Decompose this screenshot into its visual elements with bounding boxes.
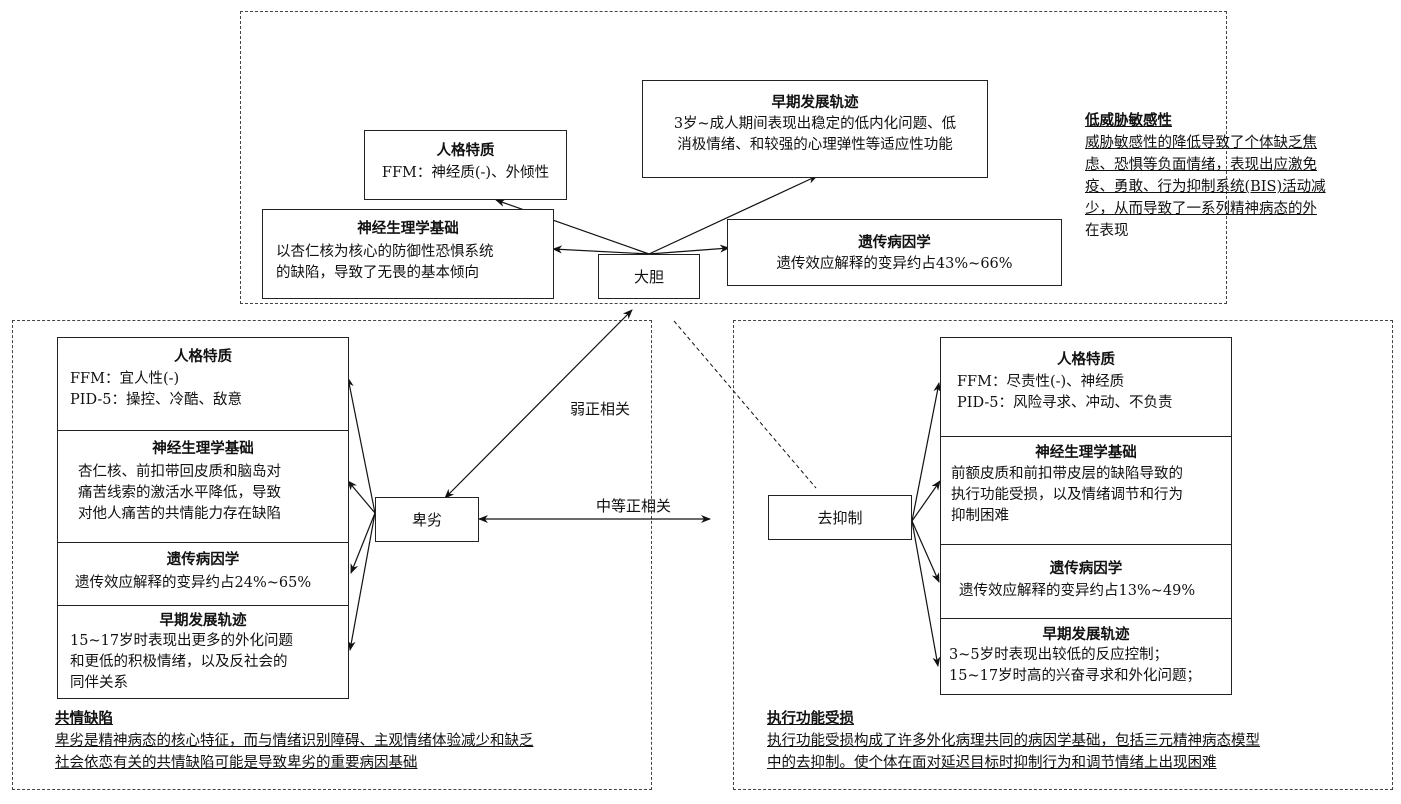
right-note-line: 中的去抑制。使个体在面对延迟目标时抑制行为和调节情绪上出现困难 [767,755,1217,771]
left-note-title: 共情缺陷 [55,711,113,727]
top-genetics-line: 遗传效应解释的变异约占43%~66% [776,256,1013,272]
left-neuro-line: 对他人痛苦的共情能力存在缺陷 [78,506,281,522]
left-neuro-cell: 神经生理学基础 杏仁核、前扣带回皮质和脑岛对 痛苦线索的激活水平降低，导致 对他… [58,430,348,542]
right-neuro-line: 前额皮质和前扣带皮层的缺陷导致的 [951,466,1183,482]
top-neuro-line: 的缺陷，导致了无畏的基本倾向 [276,265,479,281]
top-note-line: 疫、勇敢、行为抑制系统(BIS)活动减 [1085,179,1326,195]
top-note-line: 在表现 [1085,223,1129,239]
top-genetics-box: 遗传病因学 遗传效应解释的变异约占43%~66% [727,219,1062,286]
right-note: 执行功能受损 执行功能受损构成了许多外化病理共同的病因学基础，包括三元精神病态模… [767,708,1260,774]
top-development-box: 早期发展轨迹 3岁~成人期间表现出稳定的低内化问题、低 消极情绪、和较强的心理弹… [642,80,988,178]
left-note-line: 卑劣是精神病态的核心特征，而与情绪识别障碍、主观情绪体验减少和缺乏 [55,733,534,749]
right-personality-line: FFM：尽责性(-)、神经质 [957,374,1125,390]
left-development-cell: 早期发展轨迹 15~17岁时表现出更多的外化问题 和更低的积极情绪，以及反社会的… [58,605,348,700]
left-development-title: 早期发展轨迹 [159,613,247,629]
left-personality-title: 人格特质 [174,349,232,365]
left-development-line: 15~17岁时表现出更多的外化问题 [70,633,294,649]
right-genetics-cell: 遗传病因学 遗传效应解释的变异约占13%~49% [941,544,1231,618]
disinhibition-node: 去抑制 [768,495,912,540]
top-note-line: 少，从而导致了一系列精神病态的外 [1085,201,1317,217]
left-note: 共情缺陷 卑劣是精神病态的核心特征，而与情绪识别障碍、主观情绪体验减少和缺乏 社… [55,708,534,774]
right-neuro-line: 执行功能受损，以及情绪调节和行为 [951,487,1183,503]
left-stack: 人格特质 FFM：宜人性(-) PID-5：操控、冷酷、敌意 神经生理学基础 杏… [57,337,349,699]
top-note: 低威胁敏感性 威胁敏感性的降低导致了个体缺乏焦 虑、恐惧等负面情绪，表现出应激免… [1085,110,1326,242]
meanness-node: 卑劣 [375,497,479,542]
right-neuro-title: 神经生理学基础 [1035,445,1137,461]
right-development-line: 3~5岁时表现出较低的反应控制； [949,647,1169,663]
right-personality-title: 人格特质 [1057,352,1115,368]
right-stack: 人格特质 FFM：尽责性(-)、神经质 PID-5：风险寻求、冲动、不负责 神经… [940,337,1232,695]
left-neuro-line: 杏仁核、前扣带回皮质和脑岛对 [78,464,281,480]
right-development-title: 早期发展轨迹 [1042,627,1130,643]
left-personality-line: FFM：宜人性(-) [70,371,180,387]
right-genetics-line: 遗传效应解释的变异约占13%~49% [959,583,1196,599]
disinhibition-label: 去抑制 [817,509,863,527]
boldness-label: 大胆 [633,268,664,286]
left-genetics-title: 遗传病因学 [166,552,240,568]
top-note-line: 虑、恐惧等负面情绪，表现出应激免 [1085,157,1317,173]
top-personality-title: 人格特质 [436,143,495,159]
top-group-frame [240,11,1227,304]
boldness-node: 大胆 [598,254,700,299]
relation-label-moderate-positive: 中等正相关 [596,497,672,515]
right-personality-cell: 人格特质 FFM：尽责性(-)、神经质 PID-5：风险寻求、冲动、不负责 [941,338,1231,436]
top-neuro-title: 神经生理学基础 [357,221,459,237]
meanness-label: 卑劣 [411,511,442,529]
left-development-line: 同伴关系 [70,675,128,691]
right-personality-line: PID-5：风险寻求、冲动、不负责 [957,395,1173,411]
top-personality-line: FFM：神经质(-)、外倾性 [381,165,550,181]
right-development-cell: 早期发展轨迹 3~5岁时表现出较低的反应控制； 15~17岁时高的兴奋寻求和外化… [941,618,1231,696]
left-personality-line: PID-5：操控、冷酷、敌意 [70,392,243,408]
left-neuro-title: 神经生理学基础 [152,441,254,457]
left-neuro-line: 痛苦线索的激活水平降低，导致 [78,485,281,501]
right-neuro-line: 抑制困难 [951,508,1009,524]
top-genetics-title: 遗传病因学 [858,235,931,251]
left-note-line: 社会依恋有关的共情缺陷可能是导致卑劣的重要病因基础 [55,755,418,771]
left-personality-cell: 人格特质 FFM：宜人性(-) PID-5：操控、冷酷、敌意 [58,338,348,430]
top-neuro-line: 以杏仁核为核心的防御性恐惧系统 [276,244,494,260]
right-neuro-cell: 神经生理学基础 前额皮质和前扣带皮层的缺陷导致的 执行功能受损，以及情绪调节和行… [941,436,1231,544]
right-development-line: 15~17岁时高的兴奋寻求和外化问题； [949,668,1202,684]
top-note-line: 威胁敏感性的降低导致了个体缺乏焦 [1085,135,1317,151]
left-genetics-line: 遗传效应解释的变异约占24%~65% [75,575,312,591]
top-development-title: 早期发展轨迹 [771,95,859,111]
top-development-line: 3岁~成人期间表现出稳定的低内化问题、低 [673,116,957,132]
left-genetics-cell: 遗传病因学 遗传效应解释的变异约占24%~65% [58,542,348,605]
right-genetics-title: 遗传病因学 [1049,561,1123,577]
right-note-title: 执行功能受损 [767,711,854,727]
left-development-line: 和更低的积极情绪，以及反社会的 [70,654,288,670]
top-development-line: 消极情绪、和较强的心理弹性等适应性功能 [677,137,953,153]
left-group-frame [12,320,652,790]
relation-label-weak-positive: 弱正相关 [570,400,631,418]
right-note-line: 执行功能受损构成了许多外化病理共同的病因学基础，包括三元精神病态模型 [767,733,1260,749]
right-group-frame [733,320,1393,790]
top-personality-box: 人格特质 FFM：神经质(-)、外倾性 [364,130,567,200]
top-neuro-box: 神经生理学基础 以杏仁核为核心的防御性恐惧系统 的缺陷，导致了无畏的基本倾向 [262,209,554,299]
top-note-title: 低威胁敏感性 [1085,113,1172,129]
